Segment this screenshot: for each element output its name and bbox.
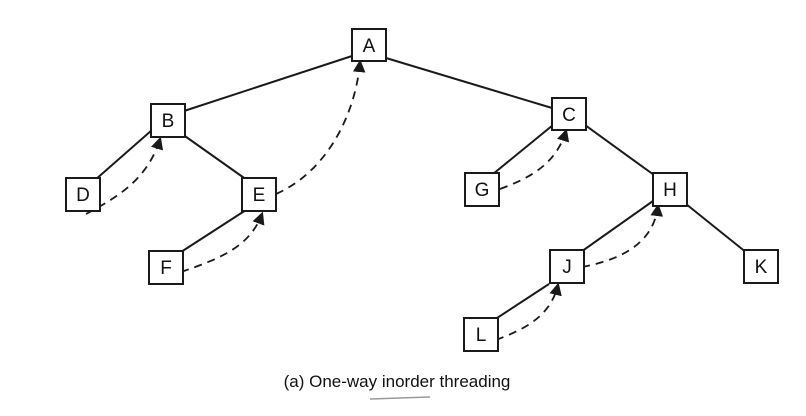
svg-text:B: B — [162, 111, 175, 132]
thread-f-e — [180, 211, 265, 273]
node-a: A — [351, 28, 387, 62]
svg-text:H: H — [663, 180, 677, 201]
edge-a-b — [183, 55, 353, 112]
svg-text:J: J — [562, 257, 572, 278]
edge-a-c — [385, 57, 553, 109]
node-h: H — [652, 172, 688, 207]
svg-text:A: A — [363, 36, 376, 57]
node-g: G — [464, 172, 500, 207]
node-b: B — [150, 103, 186, 138]
node-d: D — [65, 177, 101, 212]
thread-j-h — [581, 203, 663, 268]
node-c: C — [551, 97, 587, 131]
edge-h-k — [685, 203, 748, 254]
thread-arrows — [85, 59, 663, 341]
svg-text:F: F — [160, 258, 172, 279]
tree-nodes: A B C D E F G H — [65, 28, 779, 352]
node-f: F — [148, 250, 184, 285]
edge-h-j — [577, 200, 654, 255]
diagram-caption: (a) One-way inorder threading — [284, 372, 511, 391]
thread-g-c — [499, 128, 570, 190]
svg-text:G: G — [475, 180, 490, 201]
edge-b-e — [181, 133, 248, 181]
edge-c-g — [492, 124, 554, 175]
edge-j-l — [493, 283, 550, 321]
node-k: K — [743, 249, 779, 284]
edge-c-h — [584, 124, 655, 176]
tree-edges — [94, 55, 748, 321]
caption-underline-smudge — [369, 396, 431, 400]
node-j: J — [549, 249, 585, 284]
thread-l-j — [495, 282, 562, 341]
node-e: E — [241, 177, 277, 212]
svg-text:L: L — [476, 325, 487, 346]
svg-text:C: C — [562, 105, 576, 126]
svg-text:E: E — [253, 185, 266, 206]
thread-e-a — [275, 59, 366, 195]
edge-e-f — [180, 209, 247, 253]
svg-text:D: D — [76, 185, 90, 206]
node-l: L — [463, 317, 499, 352]
edge-b-d — [94, 129, 153, 181]
svg-text:K: K — [755, 257, 768, 278]
